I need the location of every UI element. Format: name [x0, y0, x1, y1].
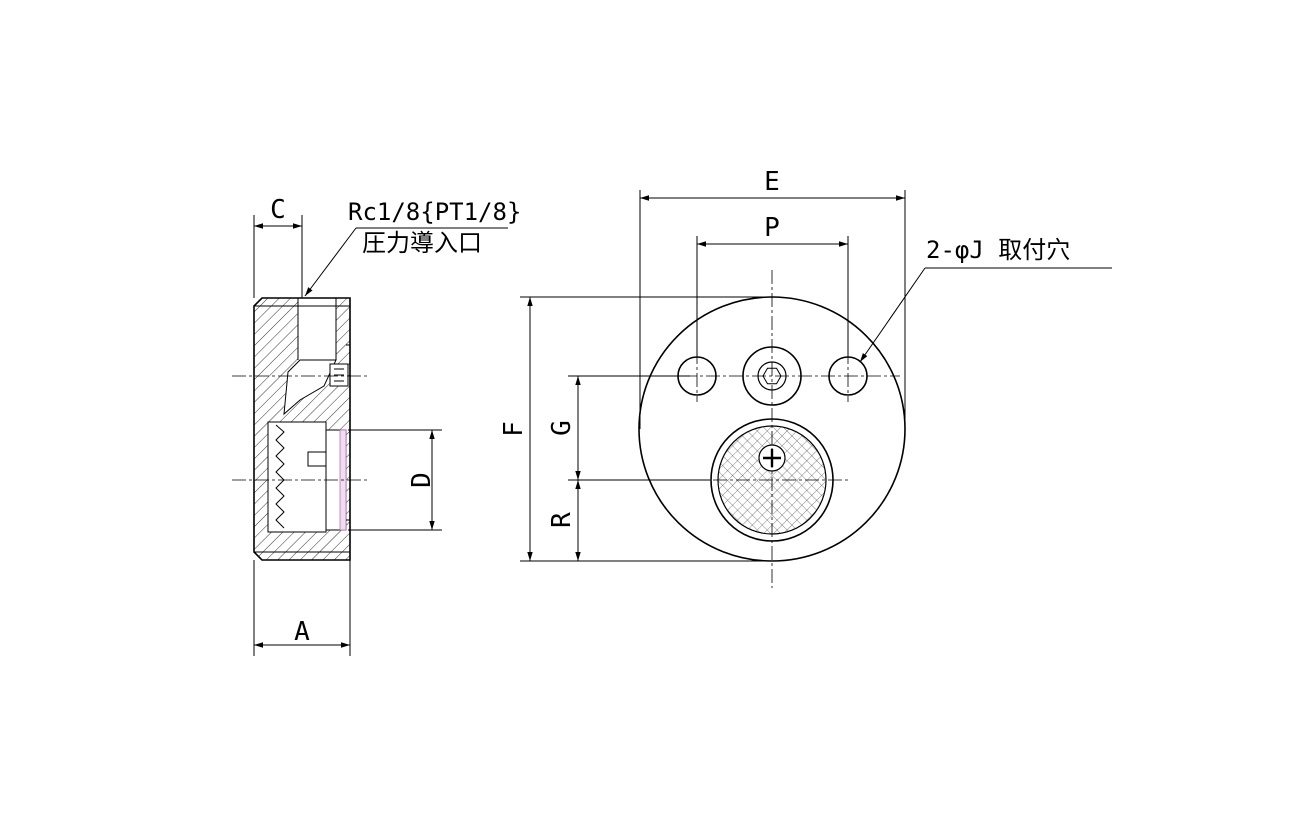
- port-cavity: [298, 298, 336, 360]
- dimension-label-g: G: [547, 420, 577, 436]
- dimension-label-c: C: [270, 195, 286, 225]
- port-thread-note: Rc1/8{PT1/8}: [348, 198, 521, 226]
- dimension-label-a: A: [294, 617, 310, 647]
- front-view: [638, 270, 906, 588]
- dimension-e: E: [639, 167, 906, 429]
- mounting-hole-note-text: 2-φJ 取付穴: [926, 236, 1070, 264]
- dimension-g: G: [547, 375, 710, 481]
- dimension-c: C: [253, 195, 303, 298]
- dimension-label-f: F: [499, 421, 529, 437]
- dimension-d: D: [348, 429, 442, 531]
- dimension-label-d: D: [407, 472, 437, 488]
- dimension-a: A: [253, 560, 351, 656]
- port-note: Rc1/8{PT1/8} 圧力導入口: [304, 198, 521, 297]
- mounting-hole-note: 2-φJ 取付穴: [859, 236, 1112, 363]
- dimension-r: R: [547, 480, 581, 561]
- port-name-note: 圧力導入口: [362, 229, 482, 257]
- dimension-f: F: [499, 296, 772, 562]
- inner-chamber: [267, 421, 327, 533]
- side-section-view: [232, 297, 370, 561]
- drilled-passage: [283, 359, 337, 416]
- guide-pin: [307, 451, 327, 467]
- dimension-label-r: R: [547, 512, 577, 528]
- dimension-label-p: P: [764, 213, 780, 243]
- spring: [275, 424, 285, 529]
- dimension-p: P: [696, 213, 849, 356]
- dimension-label-e: E: [764, 167, 780, 197]
